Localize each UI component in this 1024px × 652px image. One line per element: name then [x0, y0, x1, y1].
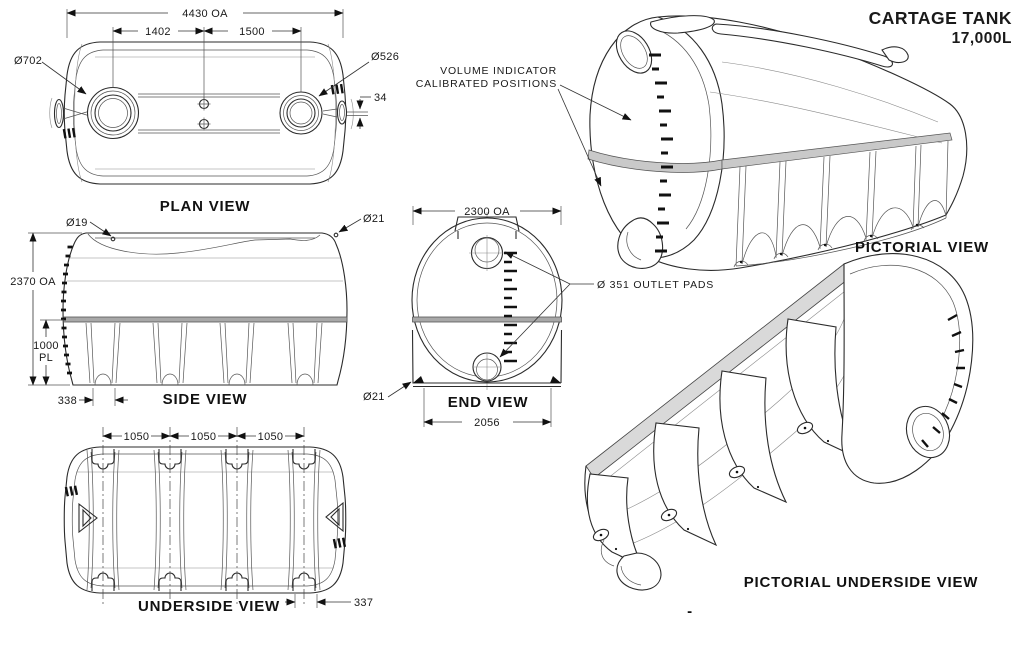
dim-rib-offset: 338 — [58, 395, 77, 407]
dim-overall-length: 4430 OA — [182, 8, 228, 20]
underside-feet-pads — [592, 421, 830, 551]
capacity-label: 17,000L — [952, 30, 1012, 47]
molded-arrow-right — [325, 501, 344, 533]
side-view-label: SIDE VIEW — [163, 391, 248, 408]
dim-lid-to-centre: 1402 — [145, 26, 171, 38]
underside-rib-channels — [86, 449, 321, 591]
top-rail — [711, 23, 893, 68]
plan-lid-large — [86, 86, 140, 140]
volume-indicator-line1: VOLUME INDICATOR — [440, 65, 557, 77]
dim-lid-large: Ø702 — [14, 55, 42, 67]
title-block: CARTAGE TANK 17,000L — [869, 8, 1012, 47]
dim-end-fitting: Ø21 — [363, 391, 385, 403]
plan-vents — [197, 97, 211, 131]
dim-overall-height: 2370 OA — [10, 276, 56, 288]
side-view: 2370 OA 1000 PL 338 Ø19 Ø21 SIDE VIEW — [10, 213, 384, 408]
molded-hatch-mark — [329, 81, 345, 97]
dim-pipe-offset: 34 — [374, 92, 387, 104]
product-title: CARTAGE TANK — [869, 8, 1012, 28]
end-view: 2300 OA 2056 Ø21 Ø 351 OUTLET PADS END V… — [363, 206, 714, 429]
pictorial-outlet-pocket — [617, 217, 664, 269]
dim-plinth-value: 1000 — [33, 340, 59, 352]
top-rail — [650, 15, 715, 34]
pictorial-lid — [615, 30, 653, 74]
top-rail — [881, 46, 909, 64]
plan-view-label: PLAN VIEW — [160, 198, 251, 215]
volume-indicator-line2: CALIBRATED POSITIONS — [416, 78, 557, 90]
pictorial-calibration-marks — [649, 53, 673, 253]
side-ribs — [85, 322, 323, 386]
molded-hatch-mark — [64, 483, 79, 499]
dim-plinth-unit: PL — [39, 352, 53, 364]
dim-base-width: 2056 — [474, 417, 500, 429]
underside-fins — [586, 318, 875, 568]
dim-rib-spacing-3: 1050 — [258, 431, 284, 443]
underside-view-label: UNDERSIDE VIEW — [138, 598, 280, 615]
dim-rib-spacing-1: 1050 — [124, 431, 150, 443]
plan-lid-small — [279, 91, 323, 135]
centerlines — [102, 427, 305, 604]
underside-front-pocket — [616, 552, 662, 591]
pictorial-underside-view: PICTORIAL UNDERSIDE VIEW - — [584, 253, 979, 620]
footnote-dash: - — [687, 603, 693, 620]
side-calibration-marks — [61, 245, 73, 375]
end-view-label: END VIEW — [448, 394, 529, 411]
dim-fitting-right: Ø21 — [363, 213, 385, 225]
underside-end-cap — [841, 253, 974, 484]
dim-end-offset: 337 — [354, 597, 373, 609]
underside-view: 1050 1050 1050 337 UNDERSIDE VIEW — [63, 427, 373, 615]
molded-arrow-left — [78, 502, 98, 534]
volume-indicator-callout: VOLUME INDICATOR CALIBRATED POSITIONS — [416, 65, 632, 187]
outlet-pad-top — [469, 235, 505, 271]
dim-rib-spacing-2: 1050 — [191, 431, 217, 443]
outlet-pad-bottom — [472, 352, 502, 382]
outlet-pads-callout: Ø 351 OUTLET PADS — [597, 279, 714, 291]
side-volume-band — [63, 316, 348, 323]
dim-centre-to-lid: 1500 — [239, 26, 265, 38]
pictorial-view: PICTORIAL VIEW — [587, 15, 989, 271]
end-volume-band — [412, 316, 562, 323]
molded-hatch-mark — [332, 535, 347, 551]
dim-overall-width: 2300 OA — [464, 206, 510, 218]
end-handle — [454, 216, 520, 239]
dim-fitting-left: Ø19 — [66, 217, 88, 229]
pictorial-underside-view-label: PICTORIAL UNDERSIDE VIEW — [744, 574, 979, 591]
underside-outlet-pocket — [905, 405, 951, 459]
plan-view: 4430 OA 1402 1500 Ø702 Ø526 34 PLAN VIEW — [14, 8, 399, 215]
underside-calibration-marks — [921, 313, 965, 448]
dim-lid-small: Ø526 — [371, 51, 399, 63]
pictorial-view-label: PICTORIAL VIEW — [855, 239, 989, 256]
